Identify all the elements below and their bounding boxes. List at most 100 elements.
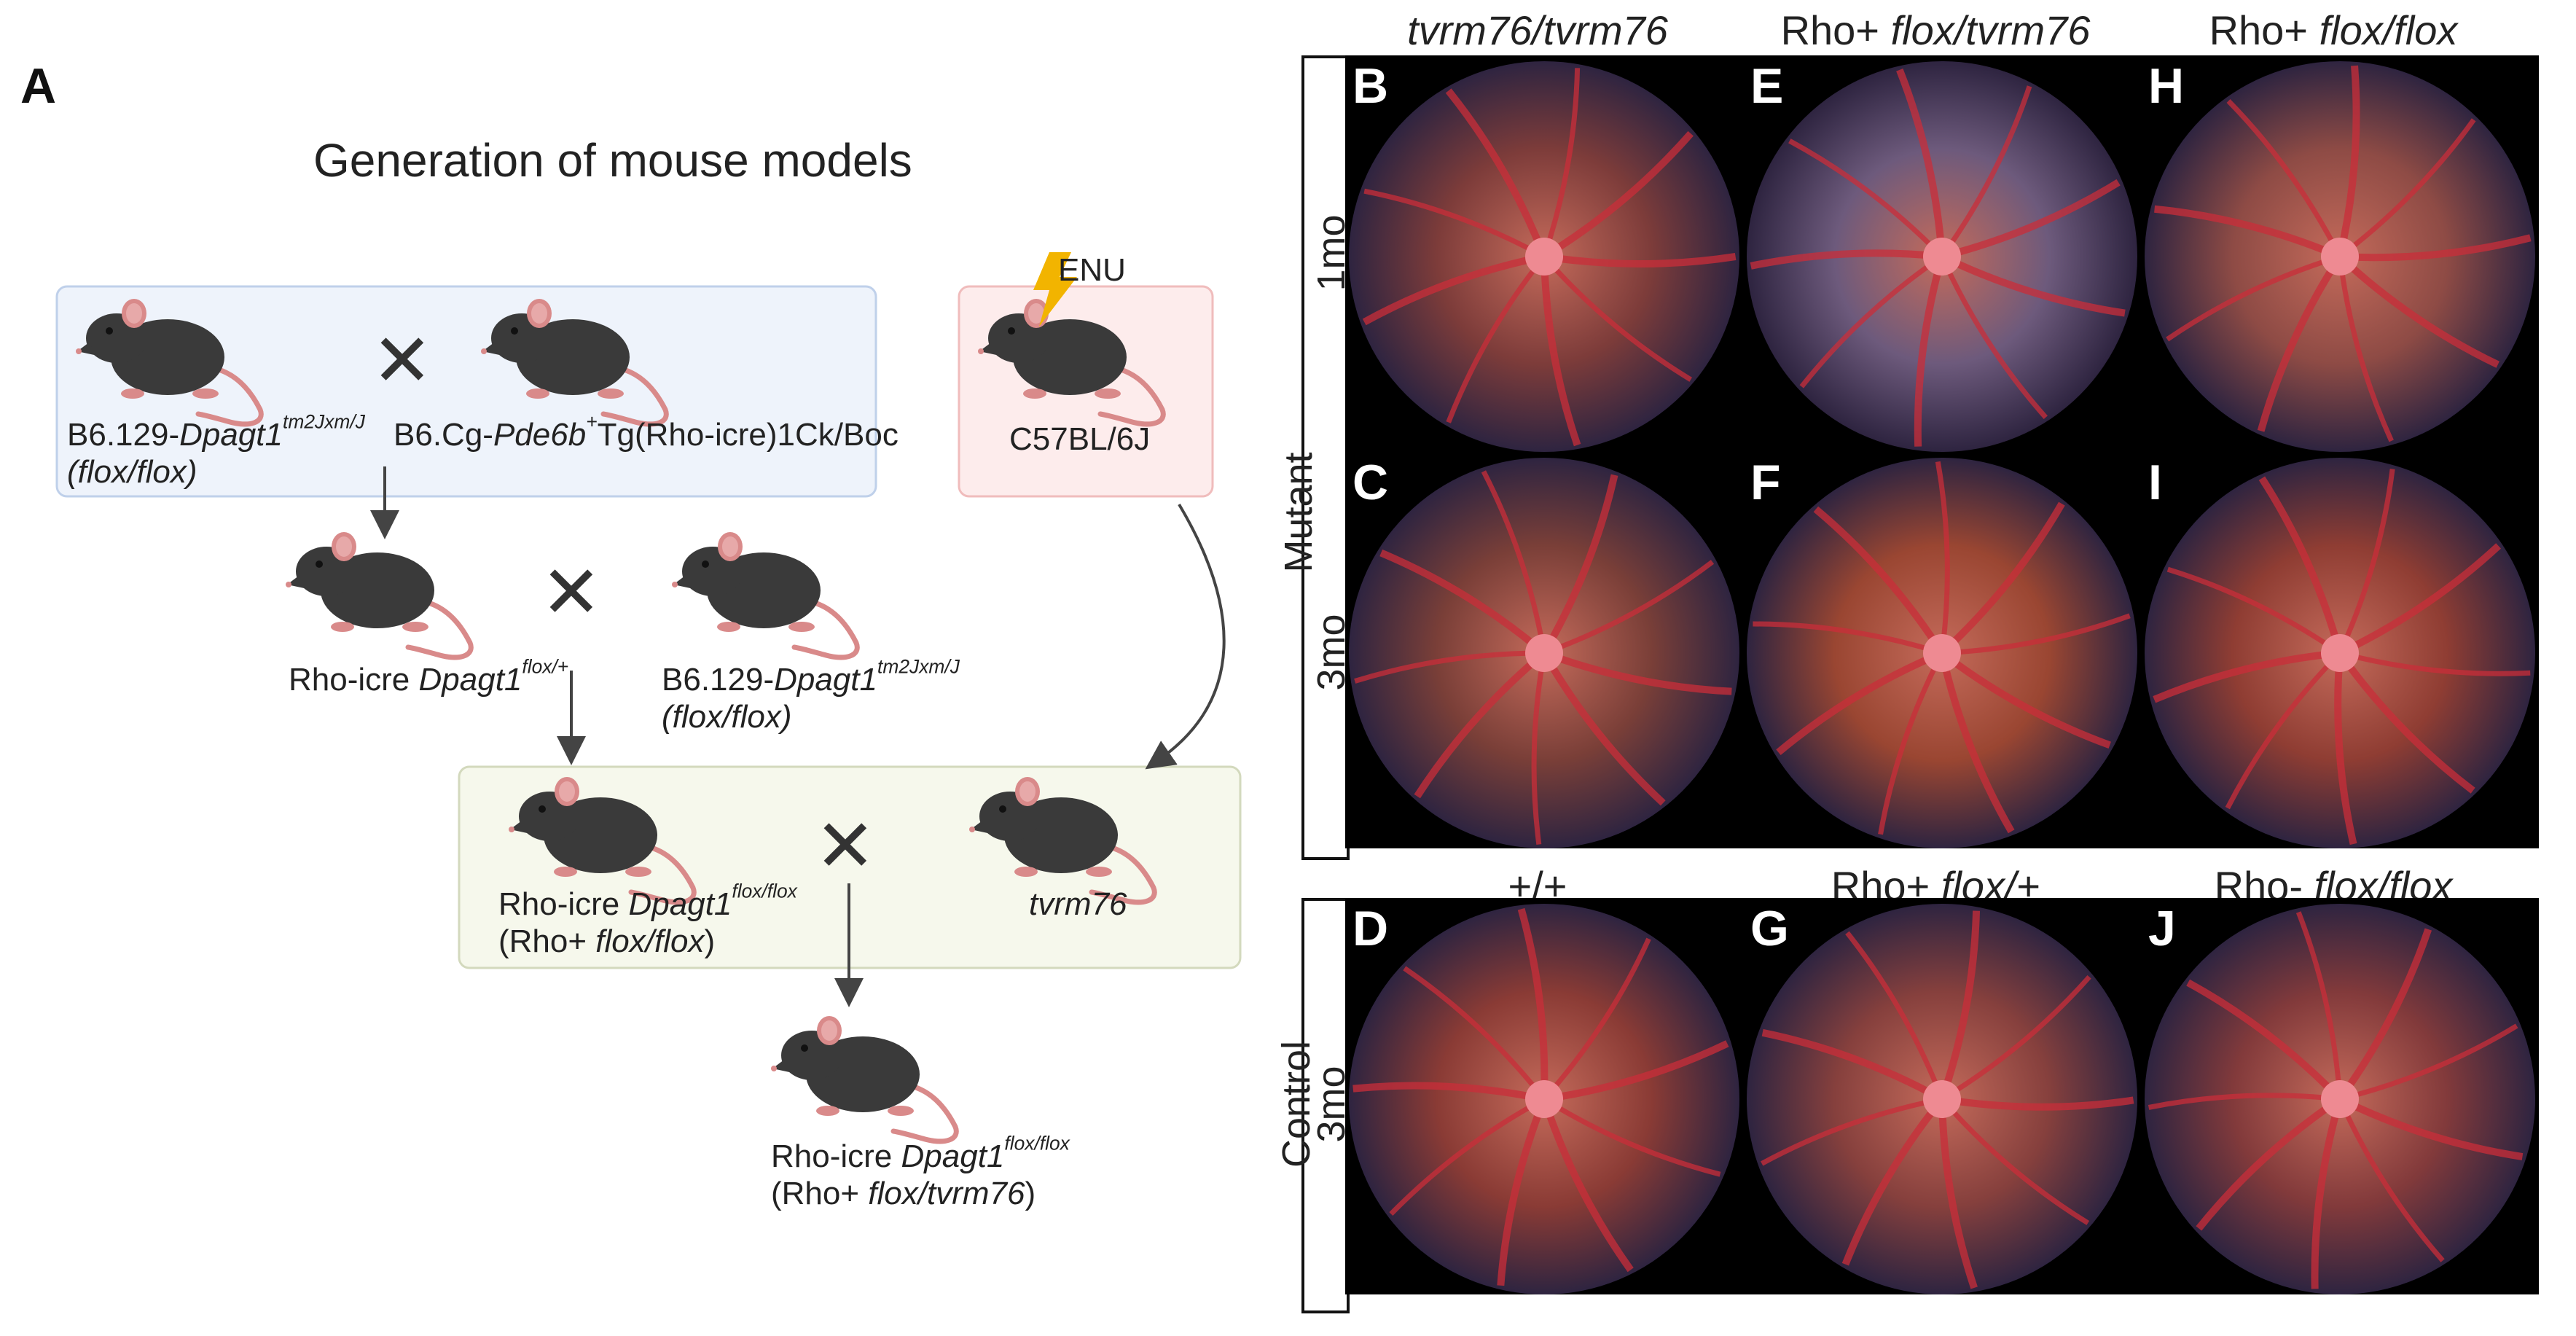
- retinal-vessel: [2339, 234, 2532, 262]
- retinal-vessel: [1540, 1098, 1634, 1273]
- fundus-photo-d: D: [1345, 898, 1743, 1294]
- retinal-vessel: [1517, 907, 1549, 1100]
- cross-symbol-3: ✕: [815, 805, 876, 887]
- retinal-vessel: [1941, 613, 2131, 656]
- retinal-vessel: [2258, 476, 2344, 655]
- retinal-vessel: [1540, 651, 1666, 806]
- retinal-vessel: [1542, 130, 1694, 260]
- col-header-rho-flox-flox: Rho+ flox/flox: [2209, 7, 2458, 53]
- panel-letter-c: C: [1352, 455, 1389, 510]
- retinal-vessel: [1543, 560, 1715, 656]
- retinal-vessel: [1938, 652, 2015, 834]
- retinal-vessel: [2311, 1098, 2344, 1289]
- retinal-vessel: [1761, 1096, 1943, 1166]
- retinal-vessel: [1446, 254, 1546, 423]
- retinal-vessel: [2226, 99, 2343, 258]
- panel-letter-e: E: [1750, 58, 1784, 114]
- mouse-icon-rho-flox-tvrm76: [771, 1016, 956, 1141]
- label-tvrm76: tvrm76: [1029, 886, 1127, 922]
- retinal-vessel: [1939, 650, 2111, 749]
- retinal-vessel: [2257, 254, 2344, 432]
- retinal-vessel: [1788, 138, 1944, 259]
- label-rho-icre-parent: B6.Cg-Pde6b+Tg(Rho-icre)1Ck/Boc: [394, 410, 899, 453]
- label-c57bl6j: C57BL/6J: [1009, 421, 1151, 457]
- retinal-vessel: [1939, 255, 2048, 420]
- retinal-vessel: [2186, 979, 2343, 1102]
- optic-disc: [1525, 634, 1563, 672]
- retinal-vessel: [2338, 543, 2501, 657]
- retinal-vessel: [1543, 253, 1737, 267]
- retinal-vessel: [1941, 974, 2091, 1101]
- mouse-icon-dpagt1-flox-second: [672, 532, 857, 657]
- retinal-vessel: [1938, 1098, 1978, 1289]
- col-header-tvrm76: tvrm76/tvrm76: [1407, 7, 1668, 53]
- retinal-vessel: [2295, 911, 2343, 1100]
- fundus-photo-f: F: [1743, 452, 2141, 848]
- retinal-vessel: [1845, 931, 1945, 1101]
- retinal-vessel: [2337, 469, 2395, 655]
- panel-letter-h: H: [2148, 58, 2185, 114]
- retinal-vessel: [1445, 88, 1548, 258]
- lightning-icon: [1033, 252, 1077, 327]
- retinal-vessel: [1354, 650, 1545, 684]
- fundus-photo-i: I: [2141, 452, 2539, 848]
- retinal-vessel: [2336, 651, 2475, 794]
- retinal-vessel: [1543, 1097, 1721, 1177]
- breeding-diagram: [55, 252, 1242, 1336]
- retinal-vessel: [1935, 461, 1950, 654]
- retinal-vessel: [2153, 649, 2341, 703]
- optic-disc: [2321, 1080, 2359, 1118]
- panel-letter-d: D: [1352, 901, 1389, 956]
- retinal-vessel: [2336, 65, 2360, 258]
- retinal-vessel: [1753, 621, 1943, 656]
- retinal-vessel: [2225, 651, 2342, 810]
- cross-symbol-2: ✕: [541, 552, 602, 633]
- panel-letter-f: F: [1750, 455, 1781, 510]
- retinal-vessel: [1776, 649, 1943, 756]
- label-enu: ENU: [1058, 252, 1126, 288]
- box-parental-cross: [55, 285, 877, 498]
- diagram-title: Generation of mouse models: [313, 134, 912, 187]
- retinal-vessel: [1352, 1082, 1546, 1103]
- retinal-vessel: [1841, 1096, 1945, 1266]
- retinal-vessel: [2338, 118, 2476, 259]
- mouse-icon-rho-icre-flox-het: [286, 532, 471, 657]
- retinal-vessel: [1540, 474, 1618, 655]
- retinal-vessel: [2154, 205, 2341, 260]
- retinal-vessel: [1799, 254, 1943, 388]
- panel-letter-a: A: [20, 58, 57, 114]
- retinal-vessel: [2337, 254, 2499, 368]
- retinal-vessel: [1362, 253, 1545, 326]
- retinal-vessel: [1481, 470, 1547, 654]
- retinal-vessel: [1379, 549, 1547, 656]
- retinal-vessel: [1761, 1028, 1944, 1103]
- retinal-vessel: [1497, 1098, 1548, 1286]
- retinal-vessel: [1542, 254, 1693, 382]
- panel-letter-j: J: [2148, 901, 2176, 956]
- retinal-vessel: [1541, 68, 1581, 258]
- optic-disc: [1923, 238, 1961, 276]
- retinal-vessel: [2338, 1095, 2524, 1160]
- retinal-vessel: [2166, 254, 2341, 342]
- label-rho-flox-flox: Rho-icre Dpagt1flox/flox (Rho+ flox/flox…: [498, 880, 797, 959]
- optic-disc: [1923, 1080, 1961, 1118]
- label-rho-flox-tvrm76: Rho-icre Dpagt1flox/flox (Rho+ flox/tvrm…: [771, 1132, 1070, 1211]
- optic-disc: [2321, 634, 2359, 672]
- retinal-vessel: [1531, 652, 1547, 845]
- arrow-enu-to-tvrm76: [1145, 503, 1226, 770]
- retinal-vessel: [2148, 1093, 2341, 1110]
- retinal-vessel: [2334, 652, 2357, 845]
- retinal-vessel: [1941, 1095, 2134, 1111]
- retinal-vessel: [1540, 256, 1581, 447]
- fundus-photo-j: J: [2141, 898, 2539, 1294]
- retinal-vessel: [2196, 1095, 2342, 1231]
- panel-letter-i: I: [2148, 455, 2162, 510]
- retinal-vessel: [1542, 937, 1651, 1101]
- retinal-vessel: [1878, 652, 1945, 835]
- retinal-vessel: [1363, 188, 1546, 259]
- optic-disc: [1525, 238, 1563, 276]
- label-dpagt1-flox-parent: B6.129-Dpagt1tm2Jxm/J (flox/flox): [67, 410, 365, 490]
- retinal-vessel: [1914, 255, 1946, 447]
- retinal-vessel: [1813, 506, 1946, 655]
- retinal-vessel: [1939, 501, 2065, 656]
